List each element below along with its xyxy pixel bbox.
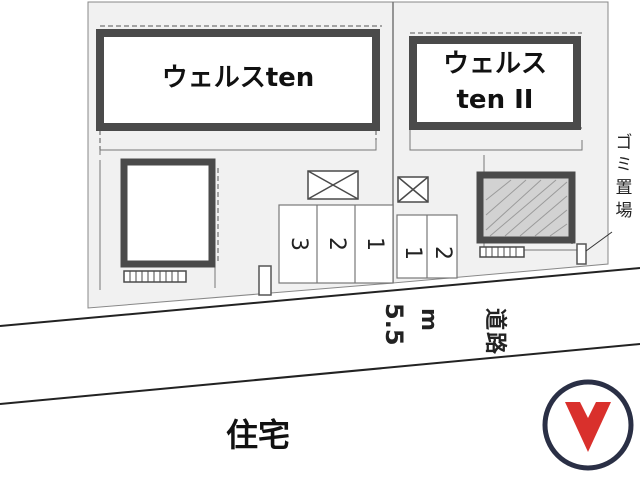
bicycle-area-right: [397, 176, 429, 203]
garbage-label-char-2: ミ: [616, 155, 633, 175]
bicycle-area-left: [307, 170, 359, 200]
garbage-bin: [576, 243, 587, 265]
building-label-line-2: ten II: [456, 85, 534, 115]
road-label: 道路: [482, 308, 508, 356]
garbage-label-char-4: 場: [616, 201, 633, 221]
building-wealth-ten-ii: [409, 36, 581, 130]
garbage-label-char-1: ゴ: [616, 132, 633, 153]
parking-space-r2: 2: [430, 246, 455, 260]
road-width: 5.5: [380, 303, 408, 346]
parking-space-2: 2: [324, 237, 349, 251]
meter-box: [258, 265, 272, 296]
parking-space-3: 3: [286, 237, 311, 251]
storage-right-hatched: [476, 171, 576, 244]
garbage-leader: [585, 231, 613, 252]
building-label-wealth-ten-ii: ウェルス ten II: [417, 46, 573, 118]
building-wealth-ten: [96, 29, 380, 131]
parking-space-1: 1: [362, 237, 387, 251]
storage-left: [120, 158, 216, 268]
vent-right: [479, 246, 525, 258]
parking-space-r1: 1: [400, 246, 425, 260]
garbage-label-char-3: 置: [616, 178, 633, 198]
road-edge-top: [0, 267, 640, 327]
north-arrow-icon: [565, 402, 611, 452]
neighbor-label: 住宅: [226, 416, 290, 454]
building-label-line-1: ウェルス: [442, 49, 547, 79]
road-unit: m: [416, 308, 441, 331]
parking-left-lot: [278, 204, 394, 284]
road-edge-bottom: [0, 343, 640, 405]
vent-left: [123, 270, 187, 283]
building-label-wealth-ten: ウェルスten: [161, 63, 315, 93]
